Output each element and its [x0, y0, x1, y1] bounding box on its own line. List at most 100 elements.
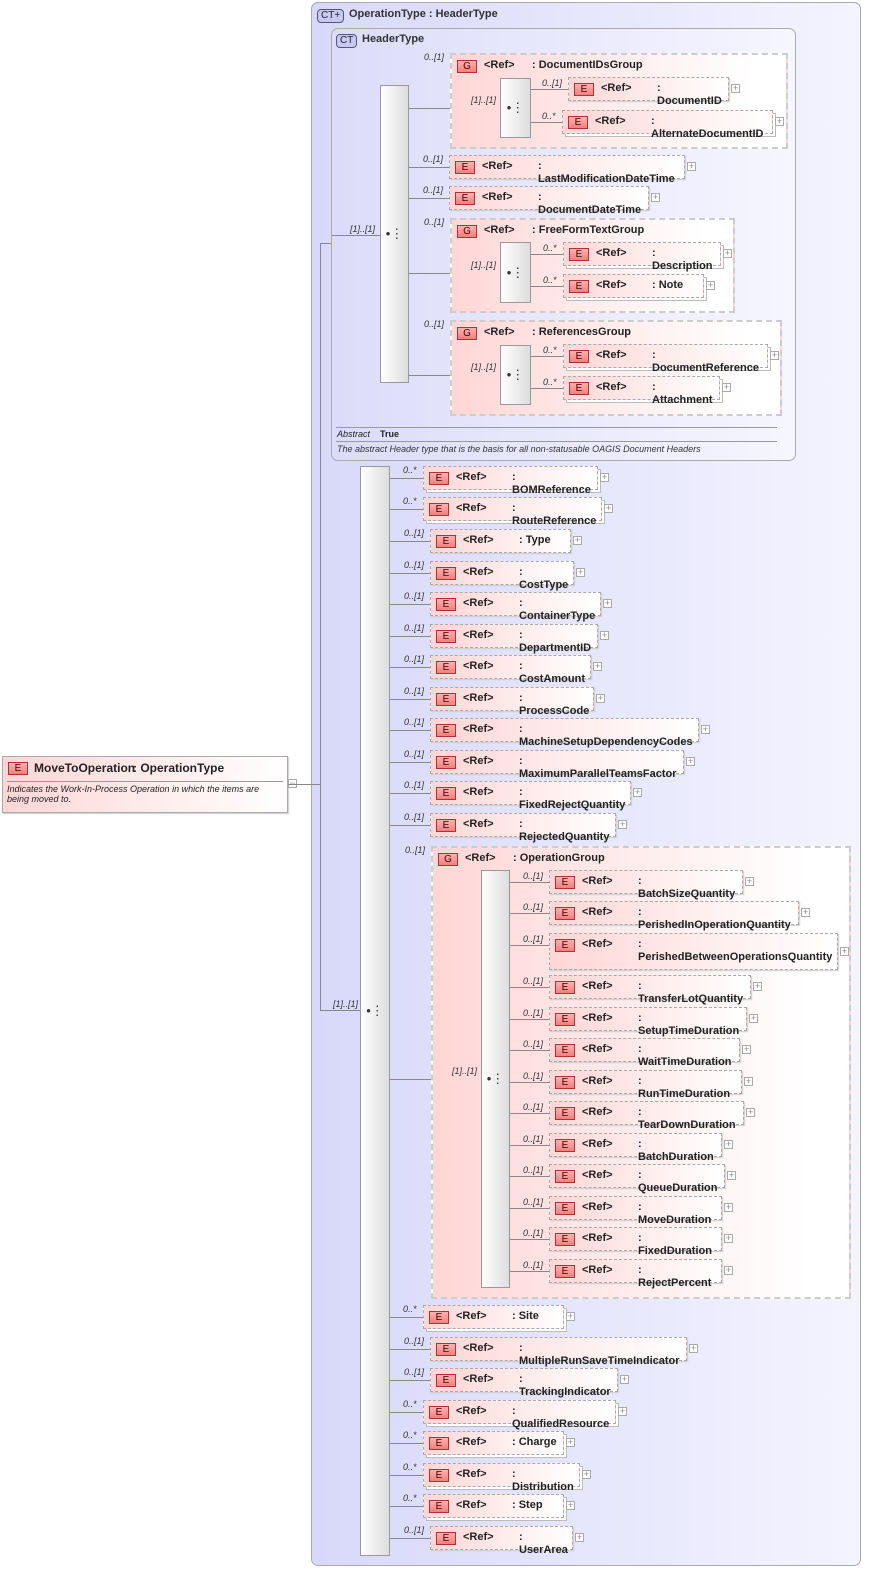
- element-box[interactable]: E<Ref>: PerishedInOperationQuantity: [549, 901, 799, 931]
- sequence-compositor[interactable]: •⋮: [380, 85, 409, 383]
- element-icon: E: [429, 1311, 449, 1324]
- element-box[interactable]: E<Ref>: MoveDuration: [549, 1196, 722, 1226]
- sequence-compositor[interactable]: •⋮: [360, 466, 390, 1556]
- element-box[interactable]: E<Ref>: Distribution: [423, 1463, 580, 1493]
- element-box[interactable]: E<Ref>: TrackingIndicator: [430, 1368, 618, 1398]
- element-box[interactable]: E<Ref>: FixedRejectQuantity: [430, 781, 631, 811]
- element-box[interactable]: E<Ref>: MultipleRunSaveTimeIndicator: [430, 1337, 687, 1367]
- expand-icon[interactable]: +: [633, 787, 642, 797]
- expand-icon[interactable]: +: [566, 1311, 575, 1321]
- element-box[interactable]: E<Ref>: TearDownDuration: [549, 1101, 744, 1131]
- expand-icon[interactable]: +: [723, 248, 732, 258]
- element-box[interactable]: E<Ref>: QueueDuration: [549, 1164, 725, 1194]
- ref-label: <Ref>: [484, 224, 515, 236]
- expand-icon[interactable]: +: [618, 819, 627, 829]
- expand-icon[interactable]: +: [687, 161, 696, 171]
- element-name: : DepartmentID: [519, 629, 592, 654]
- expand-icon[interactable]: +: [596, 693, 605, 703]
- expand-icon[interactable]: +: [576, 567, 585, 577]
- element-box[interactable]: E<Ref>: CostAmount: [430, 655, 591, 685]
- expand-icon[interactable]: +: [618, 1406, 627, 1416]
- element-box[interactable]: E<Ref>: Step: [423, 1494, 564, 1518]
- expand-icon[interactable]: +: [724, 1233, 733, 1243]
- expand-icon[interactable]: +: [727, 1170, 736, 1180]
- expand-icon[interactable]: +: [604, 503, 613, 513]
- sequence-compositor[interactable]: •⋮: [500, 78, 531, 138]
- expand-icon[interactable]: +: [603, 598, 612, 608]
- expand-icon[interactable]: +: [770, 350, 779, 360]
- element-box[interactable]: E<Ref>: DocumentDateTime: [449, 186, 649, 216]
- element-box[interactable]: E<Ref>: PerishedBetweenOperationsQuantit…: [549, 933, 838, 970]
- expand-icon[interactable]: +: [566, 1500, 575, 1510]
- element-box[interactable]: E<Ref>: CostType: [430, 561, 574, 591]
- expand-icon[interactable]: +: [745, 876, 754, 886]
- element-box[interactable]: E<Ref>: MaximumParallelTeamsFactor: [430, 750, 684, 780]
- element-box[interactable]: E<Ref>: Charge: [423, 1431, 564, 1455]
- expand-icon[interactable]: +: [600, 630, 609, 640]
- element-box[interactable]: E<Ref>: RejectedQuantity: [430, 813, 616, 843]
- expand-icon[interactable]: +: [600, 472, 609, 482]
- expand-icon[interactable]: +: [749, 1013, 758, 1023]
- element-box[interactable]: E<Ref>: RejectPercent: [549, 1259, 722, 1289]
- element-box[interactable]: E<Ref>: Note: [563, 274, 704, 298]
- element-box[interactable]: E<Ref>: ContainerType: [430, 592, 601, 622]
- expand-icon[interactable]: +: [731, 83, 740, 93]
- expand-icon[interactable]: +: [724, 1139, 733, 1149]
- element-name: : ContainerType: [519, 597, 596, 622]
- connector-line: [531, 122, 562, 123]
- expand-icon[interactable]: +: [701, 724, 710, 734]
- element-box[interactable]: E<Ref>: UserArea: [430, 1526, 573, 1556]
- expand-icon[interactable]: +: [775, 116, 784, 126]
- expand-icon[interactable]: +: [744, 1076, 753, 1086]
- element-box[interactable]: E<Ref>: ProcessCode: [430, 687, 594, 717]
- expand-icon[interactable]: +: [840, 945, 849, 956]
- expand-icon[interactable]: +: [651, 192, 660, 202]
- expand-icon[interactable]: +: [746, 1107, 755, 1117]
- element-box[interactable]: E<Ref>: BOMReference: [423, 466, 598, 496]
- cardinality: 0..*: [403, 465, 417, 475]
- cardinality: 0..*: [403, 496, 417, 506]
- element-box[interactable]: E<Ref>: WaitTimeDuration: [549, 1038, 740, 1068]
- element-box[interactable]: E<Ref>: Attachment: [563, 376, 720, 406]
- element-box[interactable]: E<Ref>: FixedDuration: [549, 1227, 722, 1257]
- expand-icon[interactable]: +: [722, 382, 731, 392]
- sequence-compositor[interactable]: •⋮: [500, 345, 531, 405]
- element-box[interactable]: E<Ref>: TransferLotQuantity: [549, 975, 751, 1005]
- ref-label: <Ref>: [596, 349, 627, 361]
- element-icon: E: [436, 630, 456, 643]
- element-box[interactable]: E<Ref>: DocumentID: [568, 77, 729, 107]
- element-box[interactable]: E<Ref>: BatchSizeQuantity: [549, 870, 743, 900]
- expand-icon[interactable]: +: [724, 1202, 733, 1212]
- expand-icon[interactable]: +: [724, 1265, 733, 1275]
- element-box[interactable]: E<Ref>: RouteReference: [423, 497, 602, 527]
- element-box[interactable]: E<Ref>: QualifiedResource: [423, 1400, 616, 1430]
- element-box[interactable]: E<Ref>: BatchDuration: [549, 1133, 722, 1163]
- expand-icon[interactable]: +: [753, 981, 762, 991]
- connector-line: [510, 1271, 549, 1272]
- root-element[interactable]: E MoveToOperation : OperationType Indica…: [2, 756, 288, 813]
- element-box[interactable]: E<Ref>: LastModificationDateTime: [449, 155, 685, 185]
- expand-icon[interactable]: +: [742, 1044, 751, 1054]
- expand-icon[interactable]: +: [593, 661, 602, 671]
- expand-icon[interactable]: +: [620, 1374, 629, 1384]
- expand-icon[interactable]: +: [573, 535, 582, 545]
- element-box[interactable]: E<Ref>: RunTimeDuration: [549, 1070, 742, 1100]
- element-box[interactable]: E<Ref>: Type: [430, 529, 571, 553]
- expand-icon[interactable]: +: [706, 280, 715, 290]
- element-box[interactable]: E<Ref>: MachineSetupDependencyCodes: [430, 718, 699, 748]
- element-box[interactable]: E<Ref>: SetupTimeDuration: [549, 1007, 747, 1037]
- collapse-icon[interactable]: −: [288, 778, 297, 788]
- element-box[interactable]: E<Ref>: DepartmentID: [430, 624, 598, 654]
- expand-icon[interactable]: +: [575, 1532, 584, 1542]
- element-box[interactable]: E<Ref>: DocumentReference: [563, 344, 768, 374]
- element-box[interactable]: E<Ref>: AlternateDocumentID: [562, 110, 773, 140]
- expand-icon[interactable]: +: [582, 1469, 591, 1479]
- expand-icon[interactable]: +: [566, 1437, 575, 1447]
- expand-icon[interactable]: +: [801, 907, 810, 917]
- expand-icon[interactable]: +: [686, 756, 695, 766]
- expand-icon[interactable]: +: [689, 1343, 698, 1353]
- sequence-compositor[interactable]: •⋮: [481, 870, 510, 1288]
- element-box[interactable]: E<Ref>: Description: [563, 242, 721, 272]
- sequence-compositor[interactable]: •⋮: [500, 242, 531, 303]
- element-box[interactable]: E<Ref>: Site: [423, 1305, 564, 1329]
